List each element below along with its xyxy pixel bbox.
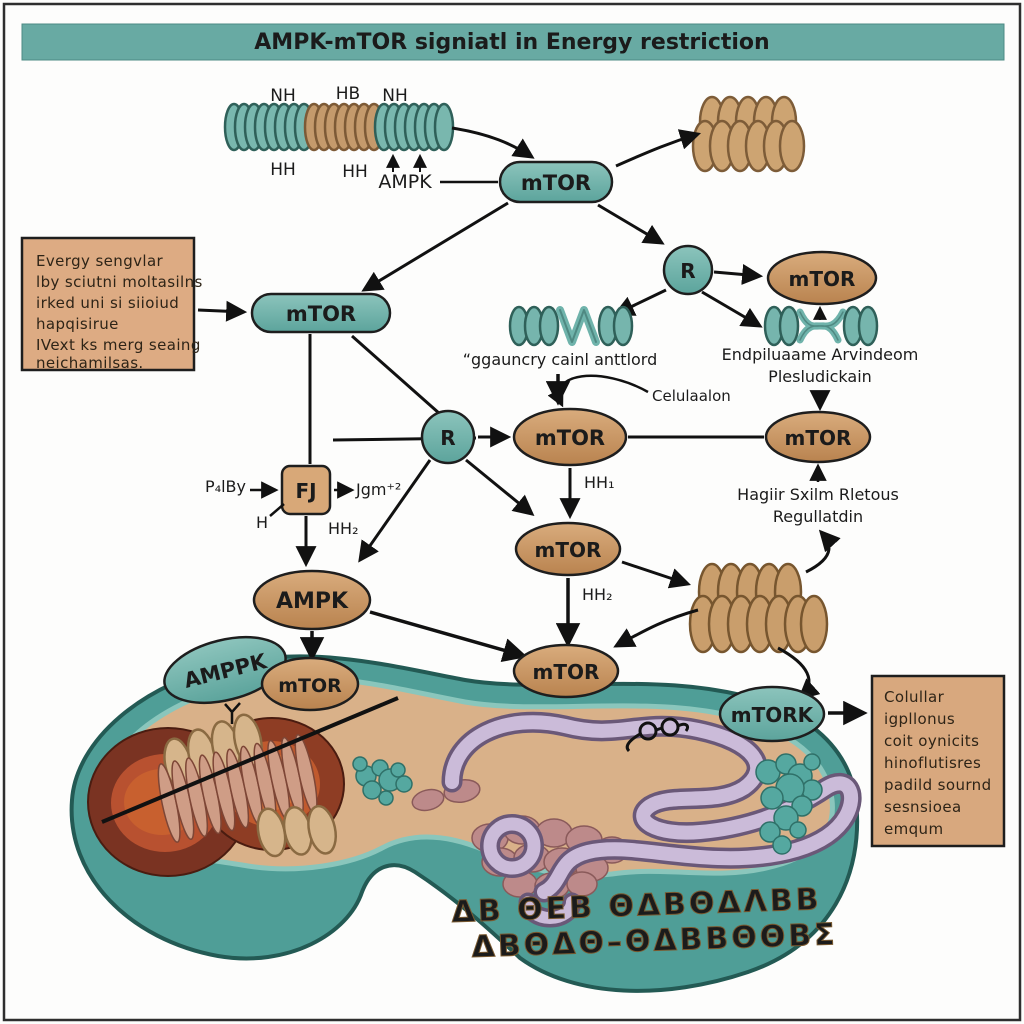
regulation-label-2: Regullatdin [773, 507, 863, 526]
mitochondrion [87, 696, 399, 877]
node-mtor-rightmid-label: mTOR [785, 426, 852, 450]
mid-coil-label: “ggauncry cainl anttlord [463, 350, 658, 369]
arrow-box-to-mtor-left [197, 300, 248, 322]
p4lby-label: P₄lBy [205, 477, 246, 496]
tan-coil-cluster-bottom [688, 562, 829, 654]
arrow-celular-to-mtor-center [547, 374, 649, 408]
node-mtor-topright [766, 250, 878, 306]
glasses-icon [625, 717, 690, 753]
node-mtor-center-label: mTOR [535, 426, 605, 450]
node-amppk: AMPPK [163, 636, 287, 704]
node-r2-label: R [440, 426, 455, 450]
right-note-box [870, 674, 1006, 848]
left-note-line-3: irked uni si siioiud [36, 294, 179, 312]
right-note-line-3: coit oynicits [884, 732, 979, 750]
label-hb: HB [336, 84, 360, 104]
node-mtor-membrane-mid [512, 643, 620, 699]
node-mtor-center [512, 407, 628, 467]
mid-teal-coil [508, 305, 634, 347]
left-note-line-5: IVext ks merg seaing [36, 336, 201, 354]
node-mtor-left [250, 292, 392, 334]
left-note-line-1: Evergy sengvlar [36, 252, 164, 270]
node-mtor-left-label: mTOR [286, 302, 356, 326]
tan-coil-cluster-top [691, 95, 806, 173]
arrow-midlower-to-coil-cluster [621, 560, 691, 589]
arrow-r1-to-er-coil [701, 290, 763, 328]
regulation-label-1: Hagiir Sxilm Rletous [737, 485, 899, 504]
arrow-mtor-top-to-r1 [597, 203, 665, 245]
node-mtor-midlower [514, 521, 622, 577]
node-mtor-membrane-mid-label: mTOR [533, 660, 600, 684]
hh2-fj-label: HH₂ [328, 519, 358, 538]
left-note-line-6: neichamilsas. [36, 354, 144, 372]
node-mtor-membrane-left [260, 656, 360, 712]
er-ribbon [441, 711, 862, 928]
mitochondrion-cristae-coil [157, 713, 337, 858]
hh2-label: HH₂ [582, 585, 612, 604]
arrow-ampk-to-membrane-mid [369, 610, 528, 663]
arrow-mtor-top-to-coil-cluster [615, 129, 702, 168]
node-mtor-membrane-left-label: mTOR [278, 675, 342, 697]
label-hh-left: HH [270, 160, 296, 180]
node-mtork [718, 685, 826, 743]
mitochondrion-pointer-line [101, 696, 399, 824]
arrow-coil-to-mtor-top [451, 126, 535, 159]
teal-vesicle-cluster-left [352, 756, 413, 806]
node-r1 [662, 244, 714, 296]
label-ampk-top: AMPK [378, 171, 432, 193]
left-note-line-4: hapqisirue [36, 315, 119, 333]
hh1-label: HH₁ [584, 473, 614, 492]
right-note-line-6: sesnsioea [884, 798, 962, 816]
branch-icon [224, 702, 241, 724]
node-ampk [252, 569, 372, 631]
label-hh-right: HH [342, 162, 368, 182]
node-mtor-top-label: mTOR [521, 171, 591, 195]
node-mtor-midlower-label: mTOR [535, 538, 602, 562]
node-r1-label: R [680, 259, 695, 283]
node-mtork-label: mTORK [731, 703, 815, 727]
node-mtor-topright-label: mTOR [789, 267, 856, 291]
label-nh-right: NH [382, 86, 408, 106]
fj-box-label: FJ [295, 479, 316, 503]
arrow-cluster-to-membrane-mid [613, 608, 699, 648]
label-nh-left: NH [270, 86, 296, 106]
h-label: H [256, 513, 268, 532]
left-note-line-2: lby sciutni moltasilns [36, 273, 203, 291]
node-mtor-top [498, 160, 614, 204]
er-label-2: Plesludickain [768, 367, 872, 386]
line-h-to-fj [269, 503, 285, 517]
right-note-line-5: padild sournd [884, 776, 992, 794]
right-note-line-4: hinoflutisres [884, 754, 981, 772]
jgm-label: Jgm⁺² [355, 480, 401, 499]
arrow-r1-to-mtor-topright [713, 263, 764, 285]
right-note-line-2: igpllonus [884, 710, 955, 728]
right-note-line-7: emqum [884, 820, 943, 838]
arrow-cluster-to-regulation [805, 529, 841, 574]
arrow-r2-to-mtor-midlower [465, 458, 535, 516]
er-teal-coil [763, 305, 879, 347]
cell-body: ΔΒ ΘΕΒ ΘΔΒΘΔΛΒΒ ΔΒΘΔΘ–ΘΔΒΒΘΘΒΣ [69, 654, 862, 993]
title-band [21, 23, 1005, 61]
er-label-1: Endpiluaame Arvindeom [722, 345, 919, 364]
arrow-mtor-top-to-mtor-left [361, 201, 509, 292]
line-mtorleft-to-r2 [351, 334, 441, 416]
right-note-line-1: Colullar [884, 688, 945, 706]
celular-label: Celulaalon [652, 387, 731, 405]
node-r2 [420, 409, 476, 465]
left-note-box [20, 236, 196, 372]
teal-vesicle-cluster-right [755, 753, 823, 855]
top-membrane-coil [223, 102, 455, 152]
node-mtor-rightmid [764, 410, 872, 464]
fj-box [280, 464, 332, 516]
arrow-r2-to-ampk [358, 459, 432, 563]
node-ampk-label: AMPK [276, 589, 349, 614]
page-title: AMPK-mTOR signiatl in Energy restriction [254, 30, 769, 55]
